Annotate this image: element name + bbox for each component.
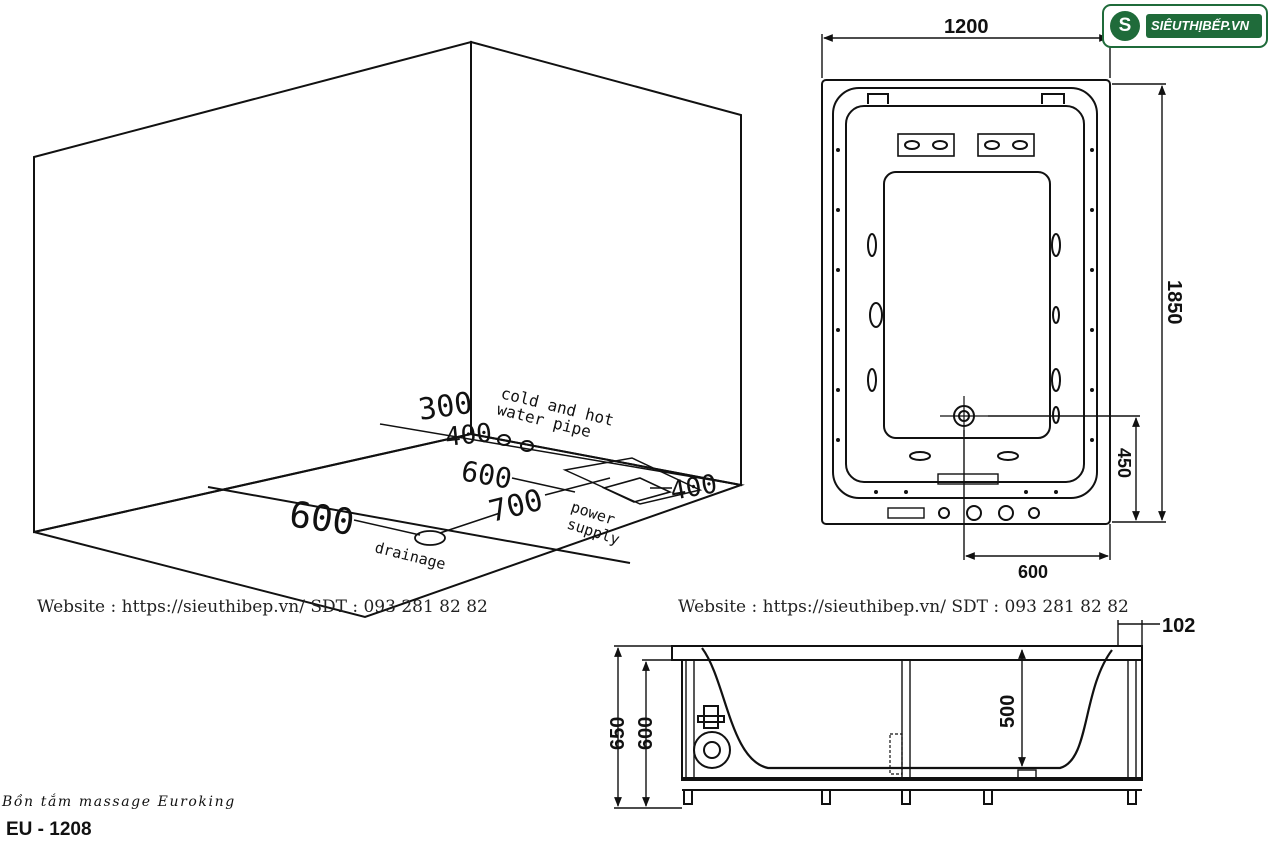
control-knob-3 bbox=[998, 505, 1014, 521]
label-length-1850: 1850 bbox=[1163, 280, 1185, 325]
overflow-grille bbox=[937, 473, 999, 485]
label-650: 650 bbox=[607, 717, 629, 750]
control-knob-1 bbox=[938, 507, 950, 519]
headrest-right bbox=[977, 133, 1035, 157]
foot-4 bbox=[983, 789, 993, 805]
tub-rim-outer bbox=[832, 87, 1098, 499]
rim-top bbox=[671, 645, 1143, 661]
control-panel bbox=[887, 507, 925, 519]
iso-label-400-right: 400 bbox=[668, 469, 719, 507]
control-knob-2 bbox=[966, 505, 982, 521]
frame-post-1 bbox=[685, 659, 695, 779]
controller-box bbox=[889, 733, 903, 775]
foot-3 bbox=[901, 789, 911, 805]
corner-bracket-right bbox=[1041, 93, 1065, 104]
floor-mid-line bbox=[207, 486, 631, 564]
foot-2 bbox=[821, 789, 831, 805]
side-view-labels: 650 600 500 102 bbox=[607, 615, 1195, 750]
footer-contact-right: Website : https://sieuthibep.vn/ SDT : 0… bbox=[678, 597, 1129, 617]
footer-contact-left: Website : https://sieuthibep.vn/ SDT : 0… bbox=[37, 597, 488, 617]
side-view bbox=[671, 645, 1143, 805]
product-subtitle: Bồn tắm massage Euroking bbox=[2, 794, 236, 810]
top-view-rim-dots bbox=[836, 148, 1094, 494]
iso-label-300: 300 bbox=[416, 386, 475, 428]
leader-600-front bbox=[353, 519, 421, 536]
jet-foot-2 bbox=[997, 451, 1019, 461]
label-102: 102 bbox=[1162, 615, 1195, 637]
label-500: 500 bbox=[997, 695, 1019, 728]
jet-left-3 bbox=[867, 368, 877, 392]
logo-text: SIÊUTHỊBẾP.VN bbox=[1146, 14, 1262, 38]
foot-5 bbox=[1127, 789, 1137, 805]
tub-rim-inner bbox=[845, 105, 1085, 483]
isometric-view bbox=[33, 40, 745, 619]
product-code: EU - 1208 bbox=[6, 819, 92, 840]
drain-trap bbox=[1017, 769, 1037, 779]
tub-outline bbox=[821, 79, 1111, 525]
site-logo[interactable]: S SIÊUTHỊBẾP.VN bbox=[1102, 4, 1268, 48]
jet-right-3 bbox=[1051, 368, 1061, 392]
foot-1 bbox=[683, 789, 693, 805]
leader-700 bbox=[439, 512, 501, 534]
tub-basin bbox=[883, 171, 1051, 439]
jet-right-1 bbox=[1051, 233, 1061, 257]
logo-mark: S bbox=[1110, 11, 1140, 41]
water-pipe-hole-2 bbox=[520, 440, 534, 452]
frame-outline bbox=[681, 659, 1143, 781]
frame-post-3 bbox=[1127, 659, 1137, 779]
top-view-dimensions bbox=[821, 34, 1166, 560]
drainage-hole bbox=[414, 530, 446, 546]
corner-bracket-left bbox=[867, 93, 889, 104]
leader-700b bbox=[544, 477, 611, 496]
headrest-left bbox=[897, 133, 955, 157]
label-width-1200: 1200 bbox=[944, 16, 989, 38]
frame-post-2 bbox=[901, 659, 911, 779]
side-view-dimensions bbox=[614, 620, 1160, 809]
floor-back-line bbox=[379, 423, 742, 486]
iso-label-400-left: 400 bbox=[444, 418, 494, 453]
iso-label-600-front: 600 bbox=[287, 494, 357, 544]
label-600-side: 600 bbox=[635, 717, 657, 750]
pump-motor bbox=[693, 731, 731, 769]
jet-left-1 bbox=[867, 233, 877, 257]
top-view-labels: 1200 1850 450 600 bbox=[944, 16, 1185, 582]
jet-right-2 bbox=[1052, 306, 1060, 324]
water-pipe-hole-1 bbox=[497, 434, 511, 446]
label-drain-600: 600 bbox=[1018, 562, 1048, 582]
jet-left-2 bbox=[869, 302, 883, 328]
leader-600-mid bbox=[511, 477, 576, 493]
jet-right-4 bbox=[1052, 406, 1060, 424]
iso-label-600-mid: 600 bbox=[459, 454, 515, 495]
power-supply-box bbox=[601, 477, 673, 503]
jet-foot-1 bbox=[909, 451, 931, 461]
label-drain-450: 450 bbox=[1114, 448, 1134, 478]
tub-shell bbox=[701, 647, 1113, 770]
left-wall bbox=[33, 40, 472, 534]
top-view bbox=[821, 79, 1111, 525]
control-knob-4 bbox=[1028, 507, 1040, 519]
